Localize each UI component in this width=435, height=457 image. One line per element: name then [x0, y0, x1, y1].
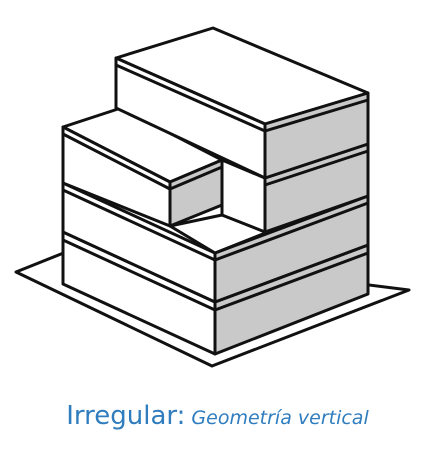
caption: Irregular:Geometría vertical [0, 392, 435, 440]
caption-title: Irregular: [66, 401, 186, 431]
stacked-volumes-illustration [14, 26, 411, 368]
caption-subtitle: Geometría vertical [191, 407, 369, 429]
level-4-side-face [263, 91, 370, 180]
level-3-front-side-face [168, 158, 224, 228]
